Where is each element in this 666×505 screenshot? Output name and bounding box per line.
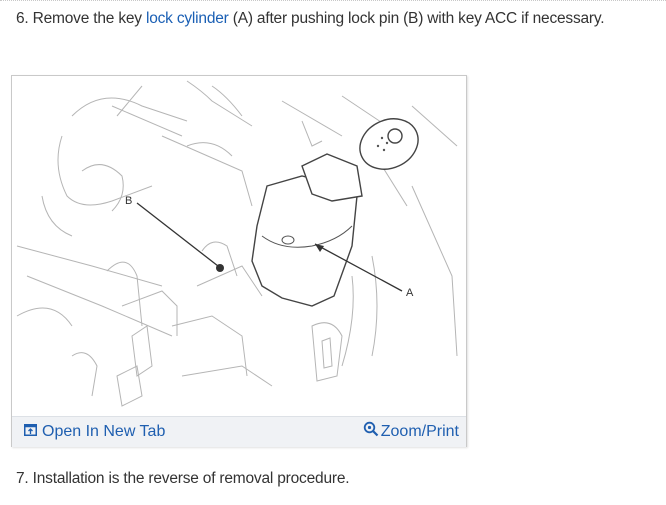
step-6-instruction: 6. Remove the key lock cylinder (A) afte…	[16, 10, 605, 28]
open-new-tab-icon	[24, 423, 37, 441]
step-7-instruction: 7. Installation is the reverse of remova…	[16, 470, 350, 488]
open-in-new-tab-link[interactable]: Open In New Tab	[24, 423, 165, 441]
step-6-number: 6.	[16, 10, 29, 27]
callout-label-b: B	[125, 195, 133, 207]
diagram-svg	[16, 80, 458, 407]
step-7-text: Installation is the reverse of removal p…	[28, 470, 350, 487]
step-6-text-before: Remove the key	[28, 10, 146, 27]
figure-footer-bar: Open In New Tab Zoom/Print	[12, 416, 466, 447]
callout-label-a: A	[406, 287, 414, 299]
zoom-print-link[interactable]: Zoom/Print	[363, 421, 459, 442]
step-6-text-after: (A) after pushing lock pin (B) with key …	[228, 10, 605, 27]
figure-frame: B A Open In New Tab Zoom/Print	[11, 75, 467, 447]
magnifier-zoom-icon	[363, 421, 379, 442]
top-dotted-divider	[0, 0, 666, 1]
open-in-new-tab-label: Open In New Tab	[42, 423, 166, 440]
lock-cylinder-link[interactable]: lock cylinder	[145, 10, 229, 27]
zoom-print-label: Zoom/Print	[380, 422, 459, 440]
step-7-number: 7.	[16, 470, 29, 487]
lock-cylinder-diagram[interactable]: B A	[12, 76, 466, 416]
